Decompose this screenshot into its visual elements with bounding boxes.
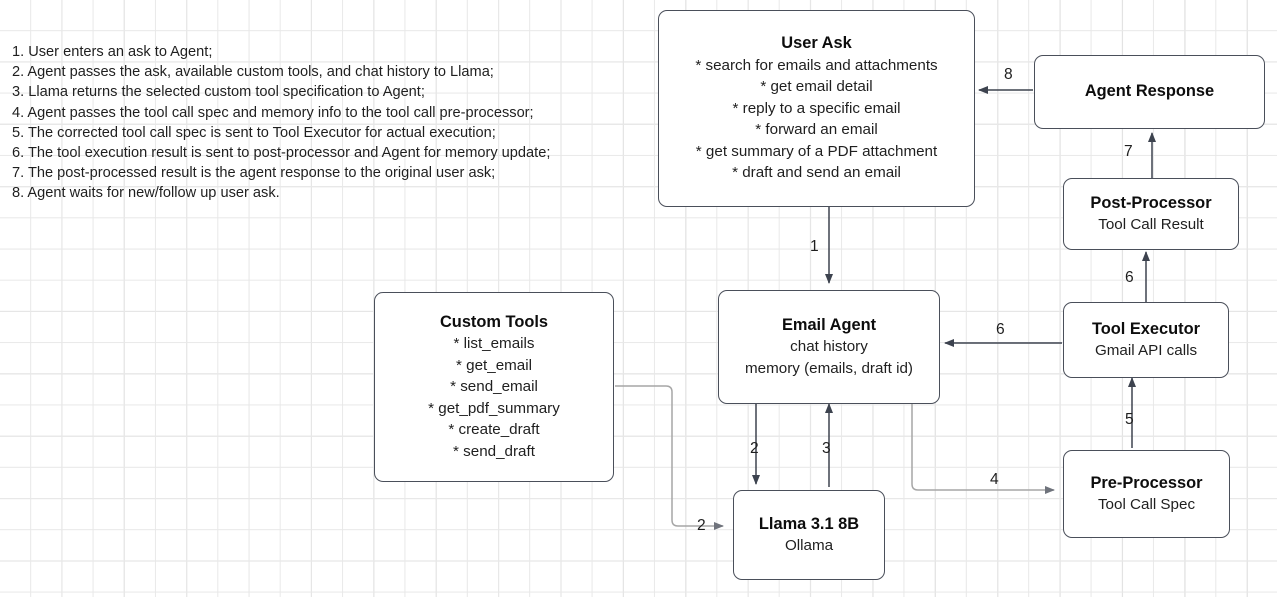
- legend-step-1: 1. User enters an ask to Agent;: [12, 44, 213, 60]
- user-ask-title: User Ask: [781, 34, 852, 53]
- user-ask-bullet-3: * reply to a specific email: [732, 99, 901, 117]
- pre-processor-subtitle: Tool Call Spec: [1097, 496, 1196, 513]
- custom-tools-bullet-2: * get_email: [456, 356, 532, 374]
- legend-step-8: 8. Agent waits for new/follow up user as…: [12, 185, 280, 202]
- custom-tools-bullet-6: * send_draft: [453, 442, 535, 460]
- node-email-agent[interactable]: Email Agent chat history memory (emails,…: [718, 290, 940, 404]
- post-processor-title: Post-Processor: [1090, 193, 1212, 212]
- legend-step-3: 3. Llama returns the selected custom too…: [12, 84, 425, 101]
- user-ask-bullet-2: * get email detail: [760, 78, 873, 96]
- node-post-processor[interactable]: Post-Processor Tool Call Result: [1063, 178, 1239, 250]
- node-agent-response[interactable]: Agent Response: [1034, 55, 1265, 129]
- node-user-ask[interactable]: User Ask * search for emails and attachm…: [658, 10, 975, 207]
- pre-processor-title: Pre-Processor: [1090, 473, 1203, 492]
- custom-tools-bullet-5: * create_draft: [448, 421, 540, 439]
- node-llama[interactable]: Llama 3.1 8B Ollama: [733, 490, 885, 580]
- node-pre-processor[interactable]: Pre-Processor Tool Call Spec: [1063, 450, 1230, 538]
- edge-label-8: 8: [1004, 66, 1013, 83]
- user-ask-bullet-5: * get summary of a PDF attachment: [695, 142, 938, 160]
- edge-4-path: [911, 403, 1055, 494]
- custom-tools-bullets: * list_emails * get_email * send_email *…: [428, 333, 560, 462]
- legend-step-6: 6. The tool execution result is sent to …: [12, 145, 551, 162]
- user-ask-bullet-6: * draft and send an email: [732, 164, 901, 182]
- legend-steps-list: 1. User enters an ask to Agent; 2. Agent…: [12, 42, 550, 204]
- edge-label-2b: 2: [697, 517, 706, 534]
- user-ask-bullet-1: * search for emails and attachments: [695, 56, 938, 74]
- custom-tools-bullet-4: * get_pdf_summary: [428, 399, 560, 417]
- custom-tools-bullet-3: * send_email: [450, 378, 538, 396]
- legend-step-5: 5. The corrected tool call spec is sent …: [12, 124, 496, 141]
- node-tool-executor[interactable]: Tool Executor Gmail API calls: [1063, 302, 1229, 378]
- custom-tools-bullet-1: * list_emails: [453, 335, 535, 353]
- agent-response-title: Agent Response: [1084, 82, 1215, 101]
- llama-title: Llama 3.1 8B: [758, 514, 860, 533]
- edge-label-7: 7: [1124, 143, 1133, 160]
- email-agent-title: Email Agent: [781, 315, 877, 334]
- legend-step-2: 2. Agent passes the ask, available custo…: [12, 64, 494, 81]
- edge-label-3: 3: [822, 440, 831, 457]
- custom-tools-title: Custom Tools: [439, 312, 549, 331]
- user-ask-bullets: * search for emails and attachments * ge…: [695, 55, 937, 184]
- email-agent-subtitle-1: chat history: [790, 338, 868, 356]
- node-custom-tools[interactable]: Custom Tools * list_emails * get_email *…: [374, 292, 614, 482]
- edge-2b-path: [615, 385, 724, 530]
- edge-label-5: 5: [1125, 411, 1134, 428]
- post-processor-subtitle: Tool Call Result: [1098, 216, 1204, 233]
- legend-step-4: 4. Agent passes the tool call spec and m…: [12, 104, 534, 121]
- tool-executor-title: Tool Executor: [1091, 319, 1201, 338]
- tool-executor-subtitle: Gmail API calls: [1094, 342, 1198, 359]
- edge-label-6a: 6: [1125, 269, 1134, 286]
- edge-label-4: 4: [990, 471, 999, 488]
- edge-label-1: 1: [810, 238, 819, 255]
- user-ask-bullet-4: * forward an email: [755, 121, 878, 139]
- edge-label-6b: 6: [996, 321, 1005, 338]
- email-agent-subtitle-2: memory (emails, draft id): [745, 359, 913, 377]
- edge-label-2a: 2: [750, 440, 759, 457]
- llama-subtitle: Ollama: [784, 537, 834, 554]
- legend-step-7: 7. The post-processed result is the agen…: [12, 165, 496, 182]
